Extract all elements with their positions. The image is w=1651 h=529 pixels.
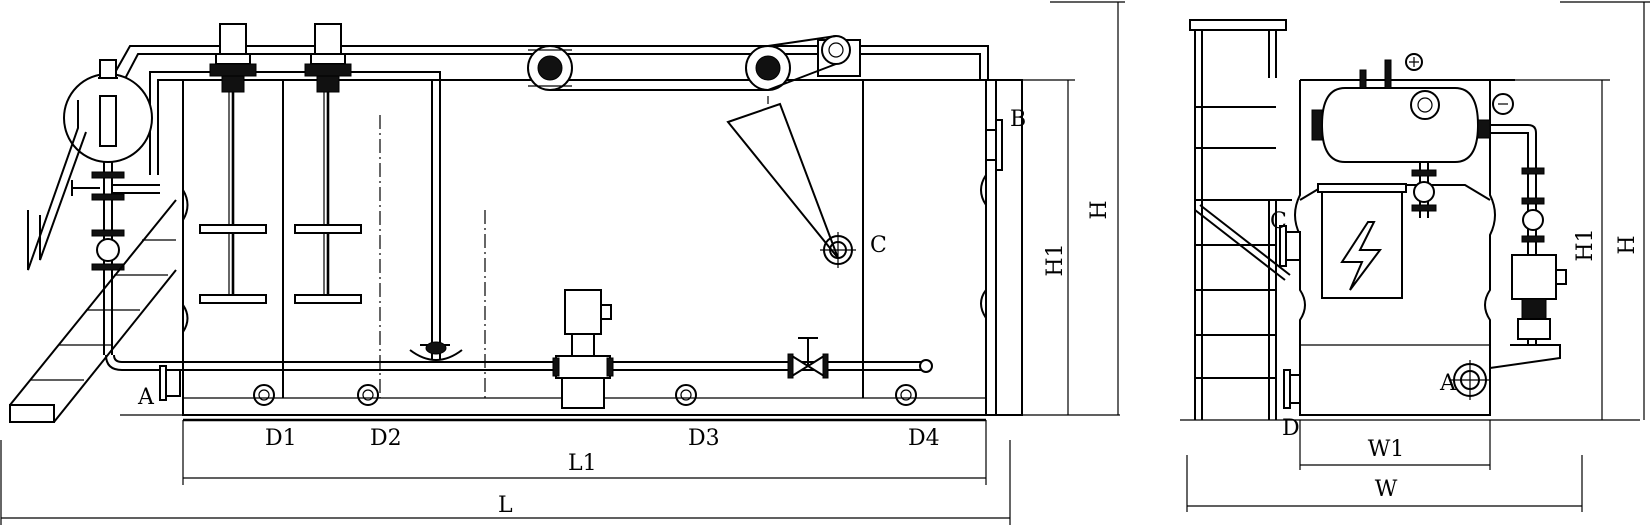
mixer-2 bbox=[294, 23, 362, 304]
bottom-valve bbox=[787, 337, 829, 379]
sludge-chute bbox=[726, 102, 839, 259]
recycle-pump bbox=[552, 289, 614, 409]
dimension-H bbox=[1022, 1, 1125, 415]
inlet-A bbox=[159, 365, 181, 401]
label-A: A bbox=[137, 385, 155, 410]
side-label-H: H bbox=[1615, 235, 1640, 254]
air-tank bbox=[63, 59, 160, 355]
label-W1: W1 bbox=[1368, 437, 1405, 462]
label-D4: D4 bbox=[908, 426, 940, 451]
label-W: W bbox=[1375, 477, 1398, 502]
side-dimension-H bbox=[1515, 1, 1650, 420]
label-D1: D1 bbox=[265, 426, 297, 451]
label-H: H bbox=[1087, 200, 1112, 219]
mixer-1 bbox=[199, 23, 267, 304]
label-D3: D3 bbox=[688, 426, 720, 451]
side-label-D: D bbox=[1282, 416, 1300, 441]
side-label-A: A bbox=[1439, 371, 1457, 396]
side-elevation: C A D W1 W bbox=[1180, 1, 1650, 512]
side-air-vessel bbox=[1311, 53, 1480, 218]
drain-nozzles bbox=[253, 384, 917, 406]
label-L: L bbox=[498, 493, 513, 518]
side-stair bbox=[1189, 19, 1292, 420]
inlet-B bbox=[985, 119, 1003, 171]
front-elevation: C B bbox=[0, 1, 1125, 525]
side-label-H1: H1 bbox=[1573, 228, 1598, 261]
scraper-drive bbox=[527, 35, 861, 91]
control-box bbox=[1317, 183, 1407, 299]
label-L1: L1 bbox=[568, 451, 597, 476]
side-label-C: C bbox=[1270, 209, 1287, 234]
dimension-L1 bbox=[182, 420, 987, 485]
label-D2: D2 bbox=[370, 426, 402, 451]
side-tank-body bbox=[1294, 80, 1496, 416]
outlet-C bbox=[820, 232, 856, 268]
label-C: C bbox=[870, 233, 887, 258]
dimension-W bbox=[1186, 455, 1583, 512]
dimension-W1 bbox=[1299, 420, 1491, 470]
dimension-L bbox=[0, 440, 1011, 525]
side-outlet-C bbox=[1279, 225, 1301, 267]
side-drain-D bbox=[1283, 369, 1301, 409]
side-inlet-A bbox=[1450, 360, 1490, 400]
stair bbox=[9, 100, 177, 423]
label-B: B bbox=[1010, 107, 1026, 132]
label-H1: H1 bbox=[1043, 243, 1068, 276]
side-pressure-line bbox=[1477, 93, 1567, 369]
